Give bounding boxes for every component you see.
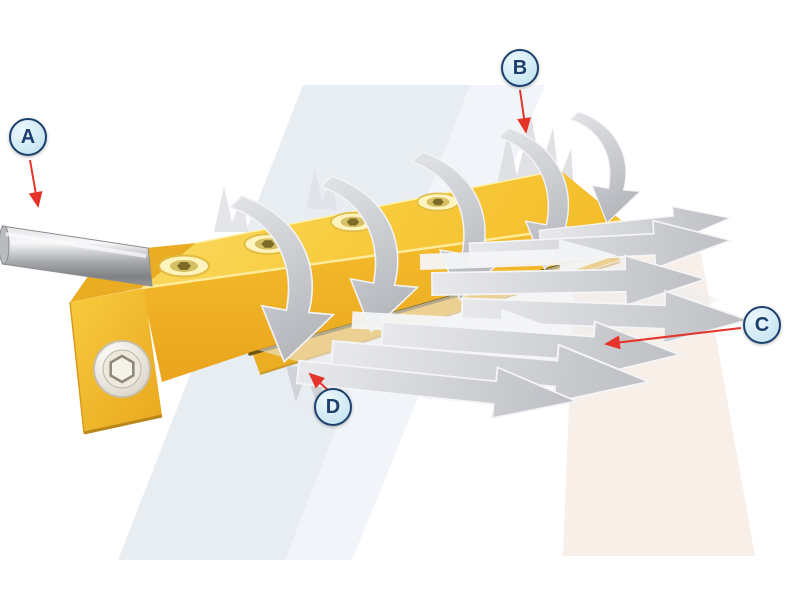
edge-shadow	[83, 414, 163, 435]
callout-arrows	[28, 89, 742, 391]
mounting-screw	[158, 254, 210, 278]
mounting-screw	[416, 192, 460, 212]
callout-d: D	[314, 388, 352, 426]
callout-c-letter: C	[754, 313, 770, 336]
air-supply-tube	[0, 225, 153, 287]
hex-bolt	[93, 340, 151, 398]
callout-a-letter: A	[20, 125, 36, 148]
callout-d-letter: D	[325, 395, 341, 418]
edge-shadow	[69, 301, 85, 434]
callout-d-arrow	[308, 372, 329, 391]
callout-b-arrow	[517, 89, 531, 134]
air-wisp	[306, 168, 337, 210]
callout-c: C	[743, 306, 781, 344]
tube-highlight	[5, 232, 147, 258]
hex-socket	[109, 354, 135, 384]
callout-c-arrow	[604, 327, 742, 350]
callout-b: B	[501, 49, 539, 87]
callout-a: A	[9, 118, 47, 156]
tube-end-cap	[0, 225, 10, 265]
callout-b-letter: B	[512, 56, 528, 79]
air-wisp	[214, 186, 248, 232]
callout-a-arrow	[28, 159, 43, 208]
